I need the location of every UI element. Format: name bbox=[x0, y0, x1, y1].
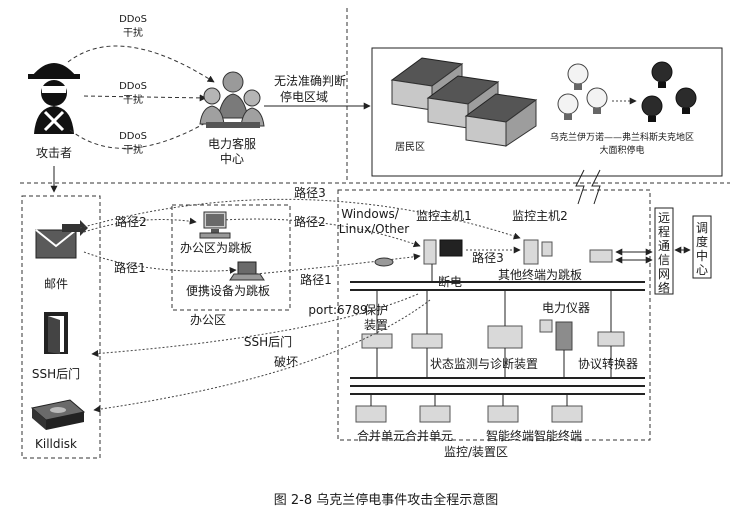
outage-note: 无法准确判断 bbox=[274, 73, 346, 88]
protect-label-2: 装置 bbox=[364, 318, 388, 332]
other-terminal-label: 其他终端为跳板 bbox=[498, 267, 582, 282]
dispatch-center-box bbox=[692, 215, 712, 279]
protocol-converter-icon bbox=[597, 331, 625, 347]
remote-net-char: 络 bbox=[658, 280, 670, 295]
ddos-label-1: DDoS bbox=[119, 14, 147, 25]
door-icon bbox=[44, 312, 68, 354]
office-pc-icon bbox=[199, 211, 231, 239]
protect-label: 保护 bbox=[364, 303, 388, 317]
path2b-arrow bbox=[221, 218, 421, 248]
office-pc-label: 办公区为跳板 bbox=[180, 240, 252, 255]
office-zone-frame bbox=[171, 204, 291, 311]
remote-net-char: 信 bbox=[658, 253, 670, 267]
ssh-backdoor-label: SSH后门 bbox=[244, 334, 292, 349]
outage-note-2: 停电区域 bbox=[280, 89, 328, 104]
host2-label: 监控主机2 bbox=[512, 209, 568, 223]
ddos-label-2b: 干扰 bbox=[123, 93, 143, 106]
remote-net-char: 远 bbox=[658, 211, 670, 225]
dispatch-char: 调 bbox=[696, 221, 708, 235]
remote-network-box bbox=[654, 207, 674, 295]
killdisk-label: Killdisk bbox=[35, 437, 77, 451]
dispatch-char: 度 bbox=[696, 234, 708, 249]
ddos-label-1b: 干扰 bbox=[123, 26, 143, 39]
status-monitor-label: 状态监测与诊断装置 bbox=[430, 356, 538, 371]
path2-arrow bbox=[83, 217, 197, 233]
dark-bulbs-icon bbox=[641, 61, 697, 122]
attack-tools-frame bbox=[21, 195, 101, 459]
path2b-label: 路径2 bbox=[294, 214, 326, 229]
ddos-label-3: DDoS bbox=[119, 131, 147, 142]
ddos-label-3b: 干扰 bbox=[123, 143, 143, 156]
protection-device-icon bbox=[361, 333, 443, 349]
power-meter-label: 电力仪器 bbox=[542, 301, 590, 315]
protocol-converter-label: 协议转换器 bbox=[578, 356, 638, 371]
call-center-label: 电力客服 bbox=[208, 136, 256, 151]
terminal-icon bbox=[589, 249, 613, 263]
os-label-2: Linux/Other bbox=[339, 222, 410, 236]
ddos-arrow-2 bbox=[83, 94, 207, 102]
path2-label: 路径2 bbox=[115, 214, 147, 229]
destroy-arrow bbox=[93, 299, 431, 413]
path1-label: 路径1 bbox=[114, 260, 146, 275]
port-label: port:6789 bbox=[308, 303, 367, 317]
host1-label: 监控主机1 bbox=[416, 209, 472, 223]
region-label: 乌克兰伊万诺——弗兰科斯夫克地区 bbox=[550, 131, 694, 143]
lightning-icon bbox=[575, 169, 585, 205]
ddos-label-2: DDoS bbox=[119, 81, 147, 92]
outage-frame bbox=[371, 47, 723, 177]
ddos-arrow-3 bbox=[69, 117, 215, 149]
residential-label: 居民区 bbox=[395, 141, 425, 153]
router-icon bbox=[374, 257, 394, 267]
smart-terminals-label: 智能终端智能终端 bbox=[486, 428, 582, 443]
dispatch-char: 中 bbox=[696, 248, 708, 263]
dispatch-char: 心 bbox=[696, 263, 708, 277]
control-zone-label: 监控/装置区 bbox=[444, 445, 508, 459]
ssh-tool-label: SSH后门 bbox=[32, 366, 80, 381]
remote-net-char: 程 bbox=[658, 224, 670, 239]
status-monitor-icon bbox=[487, 325, 523, 349]
office-zone-label: 办公区 bbox=[190, 312, 226, 327]
call-center-icon bbox=[199, 71, 265, 128]
mobile-device-label: 便携设备为跳板 bbox=[186, 283, 270, 298]
path1b-label: 路径1 bbox=[300, 272, 332, 287]
mobile-device-icon bbox=[229, 261, 265, 281]
control-zone-frame bbox=[337, 189, 651, 441]
path1b-arrow bbox=[255, 253, 421, 275]
merge-units-label: 合并单元合并单元 bbox=[357, 428, 453, 443]
merge-unit-icon bbox=[355, 405, 451, 423]
figure-caption: 图 2-8 乌克兰停电事件攻击全程示意图 bbox=[274, 492, 499, 508]
region-label-2: 大面积停电 bbox=[599, 144, 644, 156]
remote-net-char: 网 bbox=[658, 267, 670, 281]
ddos-arrow-1 bbox=[67, 45, 215, 83]
lit-bulbs-icon bbox=[557, 63, 608, 120]
lightning-icon bbox=[591, 169, 601, 205]
os-label: Windows/ bbox=[341, 207, 400, 221]
destroy-label: 破坏 bbox=[274, 354, 298, 369]
host1-icon bbox=[423, 239, 463, 265]
attacker-label: 攻击者 bbox=[36, 146, 72, 160]
email-label: 邮件 bbox=[44, 277, 68, 291]
call-center-label-2: 中心 bbox=[220, 151, 244, 166]
path3-label: 路径3 bbox=[294, 185, 326, 200]
path3-arrow bbox=[79, 198, 521, 240]
smart-terminal-icon bbox=[487, 405, 583, 423]
hard-disk-icon bbox=[30, 399, 86, 430]
residential-houses-icon bbox=[390, 57, 538, 147]
email-icon bbox=[35, 220, 88, 259]
path1-arrow bbox=[83, 251, 237, 274]
power-meter-icon bbox=[539, 319, 573, 351]
host2-icon bbox=[523, 239, 553, 265]
attacker-icon bbox=[28, 63, 80, 134]
remote-net-char: 通 bbox=[658, 239, 670, 253]
path3-internal-label: 路径3 bbox=[472, 250, 504, 265]
